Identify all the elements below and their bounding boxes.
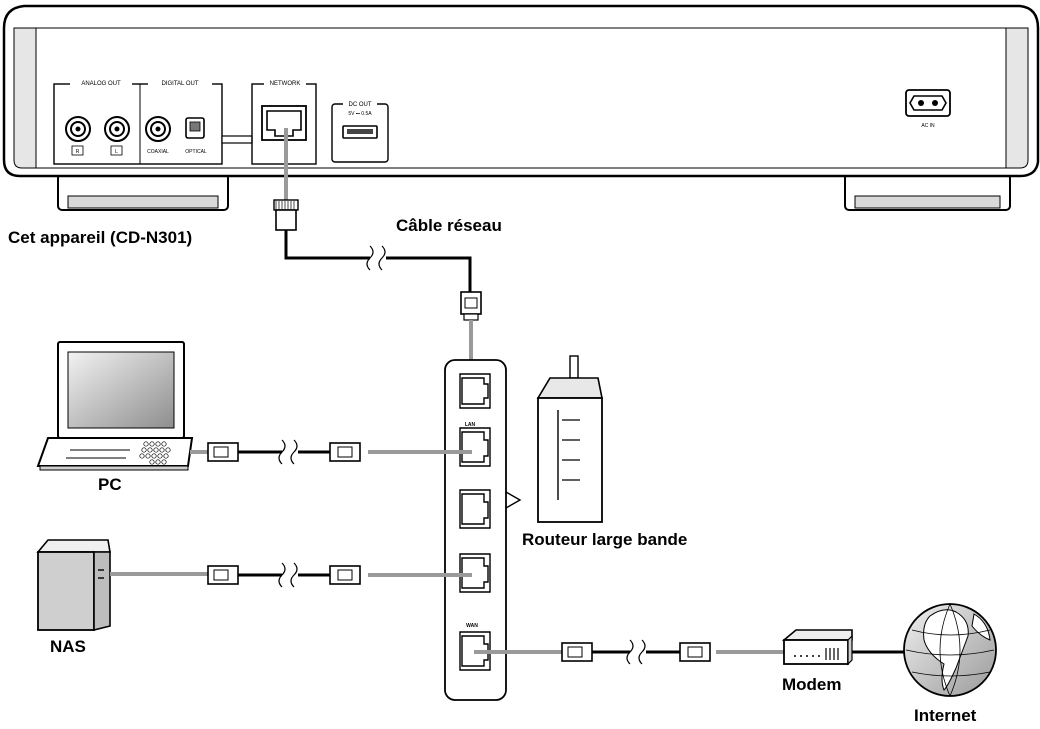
rj45-plug-nas-router [329,565,361,585]
optical-label: OPTICAL [185,149,207,155]
ac-in-socket[interactable] [905,89,951,117]
rj45-plug-router [460,291,482,321]
nas-icon [36,539,111,632]
analog-out-r-jack[interactable] [65,116,91,142]
pc-label: PC [98,475,122,494]
network-cable-device-router [273,128,482,378]
lan-label: LAN [465,422,476,428]
pc-laptop-icon [36,341,194,471]
router-lan-port-3[interactable] [459,489,491,529]
modem-icon [781,629,853,666]
coaxial-jack[interactable] [145,116,171,142]
router-lan-port-4[interactable] [459,553,491,593]
router-label: Routeur large bande [522,530,687,549]
digital-out-label: DIGITAL OUT [161,81,198,87]
wan-label: WAN [466,623,478,629]
analog-left-label: L [115,149,118,155]
optical-port[interactable] [185,117,205,139]
cable-label: Câble réseau [396,216,502,235]
coaxial-label: COAXIAL [147,149,169,155]
internet-globe-icon [903,603,997,697]
rj45-plug-wan [561,642,593,662]
network-cable-pc-router [190,439,472,465]
router-lan-port-1[interactable] [459,373,491,409]
rj45-plug-modem [679,642,711,662]
device-label: Cet appareil (CD-N301) [8,228,192,247]
analog-out-label: ANALOG OUT [81,81,121,87]
nas-label: NAS [50,637,86,656]
analog-right-label: R [76,149,80,155]
dc-rating-label: 5V ⎓ 0.5A [348,111,372,117]
router-lan-port-2[interactable] [459,427,491,467]
internet-label: Internet [914,706,977,725]
usb-port[interactable] [342,125,378,139]
network-cable-router-modem [474,639,784,665]
ac-in-label: AC IN [921,123,935,129]
modem-label: Modem [782,675,842,694]
rj45-plug-nas [207,565,239,585]
rj45-plug-device [273,199,299,231]
router-body [536,355,603,523]
device-rear-panel: ANALOG OUT DIGITAL OUT R L COAXIAL [2,4,1040,211]
router-port-strip: LAN WAN [444,359,522,701]
network-port[interactable] [261,105,307,141]
rj45-plug-pc [207,442,239,462]
audio-out-panel [53,83,223,165]
network-cable-nas-router [110,562,472,588]
rj45-plug-pc-router [329,442,361,462]
network-label: NETWORK [270,81,301,87]
dc-out-label: DC OUT [349,102,372,108]
analog-out-l-jack[interactable] [104,116,130,142]
